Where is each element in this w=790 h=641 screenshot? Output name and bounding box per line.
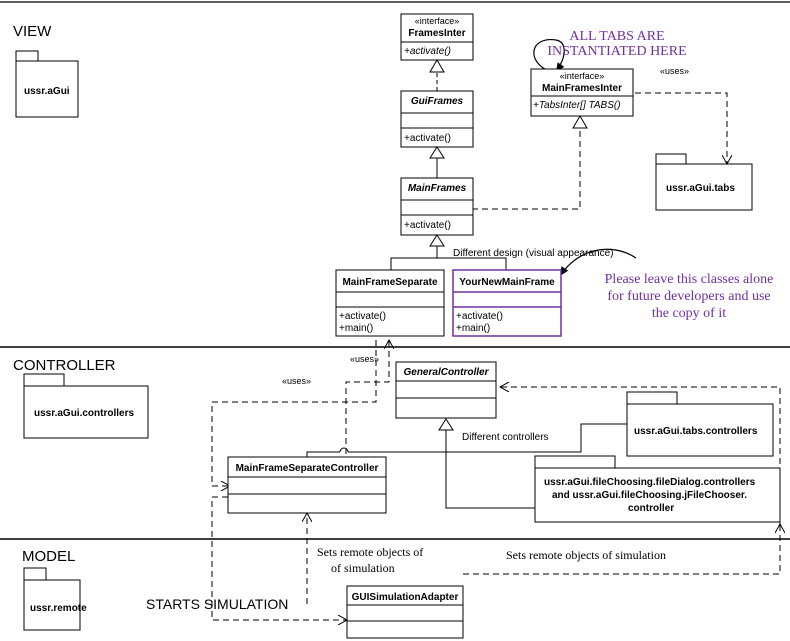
mainframeseparate-op1: +activate()	[339, 311, 386, 322]
mainframeseparatecontroller-name: MainFrameSeparateController	[236, 463, 379, 474]
triangle-generalcontroller	[438, 418, 454, 431]
framesinter-op: +activate()	[404, 46, 451, 57]
uses-arrow-generalcontroller	[500, 387, 781, 524]
package-tabs-controllers: ussr.aGui.tabs.controllers	[626, 391, 774, 457]
gen-tabs-controllers	[446, 423, 627, 453]
package-tabs-controllers-name: ussr.aGui.tabs.controllers	[634, 426, 758, 437]
package-remote: ussr.remote	[23, 567, 87, 631]
triangle-framesinter	[429, 59, 445, 73]
mainframeseparate-name: MainFrameSeparate	[342, 277, 437, 288]
label-uses-upper: «uses»	[350, 354, 379, 364]
framesinter-name: FramesInter	[408, 28, 465, 39]
label-starts-simulation: STARTS SIMULATION	[146, 596, 288, 612]
triangle-guiframes	[429, 146, 445, 159]
generalcontroller-name: GeneralController	[403, 367, 489, 378]
class-guiframes: GuiFrames +activate()	[400, 90, 474, 148]
gen-mfsc-hop-a	[339, 447, 349, 453]
package-file-line1: ussr.aGui.fileChoosing.fileDialog.contro…	[544, 477, 756, 488]
class-guisimulationadapter: GUISimulationAdapter	[346, 585, 464, 639]
uses-arrow-tabs	[635, 92, 727, 164]
class-mainframes: MainFrames +activate()	[400, 177, 474, 236]
section-controller-label: CONTROLLER	[13, 357, 116, 374]
package-file-line2: and ussr.aGui.fileChoosing.jFileChooser.	[552, 490, 747, 501]
package-file-line3: controller	[628, 503, 674, 514]
guisimulationadapter-name: GUISimulationAdapter	[352, 592, 459, 603]
realization-mainframes-mainframesinter	[472, 128, 581, 210]
label-sets-remote-2: Sets remote objects of simulation	[506, 548, 666, 562]
mainframes-name: MainFrames	[408, 183, 467, 194]
package-agui-tabs-name: ussr.aGui.tabs	[666, 183, 735, 194]
label-different-controllers: Different controllers	[462, 432, 549, 443]
class-mainframesinter: «interface» MainFramesInter +TabsInter[]…	[530, 68, 634, 117]
note-arrow-yournewmainframe	[559, 248, 637, 277]
label-uses-left: «uses»	[282, 376, 311, 386]
uses-arrow-mainframeseparate	[345, 340, 389, 464]
sets-remote-arrow-2	[463, 524, 780, 575]
package-controllers-name: ussr.aGui.controllers	[34, 408, 134, 419]
class-yournewmainframe: YourNewMainFrame +activate() +main()	[452, 269, 562, 337]
class-framesinter: «interface» FramesInter +activate()	[400, 13, 474, 61]
label-sets-remote-1b: of simulation	[331, 561, 395, 575]
mainframes-op: +activate()	[404, 220, 451, 231]
class-mainframeseparate: MainFrameSeparate +activate() +main()	[335, 269, 445, 337]
instantiation-loop-arrow	[533, 39, 565, 73]
note-tabs-line1: ALL TABS ARE	[569, 29, 664, 44]
yournewmainframe-name: YourNewMainFrame	[459, 277, 555, 288]
mainframeseparate-op2: +main()	[339, 323, 373, 334]
mainframesinter-op: +TabsInter[] TABS()	[533, 100, 621, 111]
package-filechoosing-controllers: ussr.aGui.fileChoosing.fileDialog.contro…	[534, 455, 781, 523]
section-model-label: MODEL	[22, 548, 75, 565]
label-different-design: Different design (visual appearance)	[453, 248, 613, 259]
section-view-label: VIEW	[13, 23, 52, 40]
triangle-mainframes	[429, 234, 445, 247]
package-agui-name: ussr.aGui	[24, 86, 70, 97]
generalization-subclasses-bus	[390, 257, 507, 270]
note-leave-line1: Please leave this classes alone	[605, 272, 774, 287]
class-generalcontroller: GeneralController	[395, 361, 497, 419]
package-agui-tabs: ussr.aGui.tabs	[655, 153, 753, 211]
note-leave-line3: the copy of it	[652, 306, 726, 321]
class-mainframeseparatecontroller: MainFrameSeparateController	[227, 456, 387, 514]
mainframesinter-name: MainFramesInter	[542, 83, 622, 94]
package-agui: ussr.aGui	[15, 50, 79, 118]
uses-arrow-left-loop	[211, 340, 377, 486]
yournewmainframe-op1: +activate()	[456, 311, 503, 322]
gen-file-controllers	[445, 452, 535, 509]
label-sets-remote-1a: Sets remote objects of	[317, 545, 423, 559]
note-tabs-line2: INSTANTIATED HERE	[547, 44, 686, 59]
guiframes-op: +activate()	[404, 133, 451, 144]
guiframes-name: GuiFrames	[411, 96, 464, 107]
triangle-mainframesinter	[572, 115, 588, 129]
note-leave-line2: for future developers and use	[607, 289, 770, 304]
package-controllers: ussr.aGui.controllers	[23, 373, 149, 439]
framesinter-stereotype: «interface»	[415, 16, 460, 26]
package-remote-name: ussr.remote	[30, 603, 87, 614]
yournewmainframe-op2: +main()	[456, 323, 490, 334]
mainframesinter-stereotype: «interface»	[560, 71, 605, 81]
label-uses-tabs: «uses»	[660, 66, 689, 76]
